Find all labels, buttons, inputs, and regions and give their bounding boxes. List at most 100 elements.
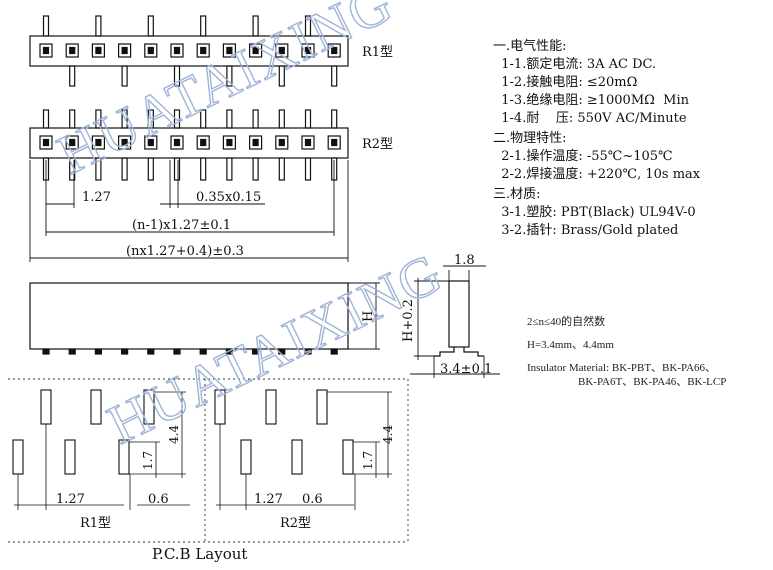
r2-pin-bottom — [278, 157, 285, 181]
pcb-r2-pitch: 1.27 — [254, 492, 283, 507]
pcb-layout-title: P.C.B Layout — [152, 545, 247, 563]
r1-socket-contact — [121, 46, 128, 55]
pcb-r1-row-spacing: 4.4 — [167, 425, 181, 444]
side-body — [448, 280, 470, 348]
front-pin-tail — [225, 348, 233, 355]
r1-socket — [249, 43, 263, 58]
pcb-r1 — [12, 389, 190, 510]
front-pin-tail — [252, 348, 260, 355]
spec-line: 2-2.焊接温度: +220℃, 10s max — [493, 167, 701, 182]
side-foot — [434, 347, 484, 357]
r2-pin-bottom — [304, 157, 312, 181]
r1-socket — [144, 43, 158, 58]
r2-pin-top — [331, 109, 338, 129]
r2-socket-contact — [226, 138, 233, 147]
r1-socket — [301, 43, 315, 58]
r2-socket — [39, 135, 53, 150]
r2-label: R2型 — [362, 137, 393, 152]
r2-socket — [275, 135, 289, 150]
r2-pin-bottom — [226, 157, 233, 181]
r2-socket-contact — [331, 138, 338, 147]
r2-pin-top — [226, 109, 233, 129]
r2-socket-contact — [147, 138, 154, 147]
front-pin-tail — [278, 348, 286, 355]
spec-line: 1-4.耐 压: 550V AC/Minute — [493, 111, 687, 126]
pcb-r2-label: R2型 — [280, 516, 311, 531]
r1-socket-contact — [147, 46, 154, 55]
pcb-r2 — [214, 389, 392, 510]
inner-length-dimension: (n-1)x1.27±0.1 — [132, 218, 231, 233]
r2-socket-contact — [95, 138, 102, 147]
r1-pin-top — [252, 15, 259, 37]
r2-pin-top — [304, 109, 312, 129]
r1-socket — [39, 43, 53, 58]
r1-pin-bottom — [69, 65, 76, 87]
r1-socket-contact — [226, 46, 233, 55]
r2-pin-top — [173, 109, 181, 129]
front-pin-tail — [68, 348, 76, 355]
r1-socket — [196, 43, 210, 58]
r1-socket-contact — [252, 46, 259, 55]
r2-pin-bottom — [95, 157, 102, 181]
r2-pin-bottom — [69, 157, 76, 181]
front-pin-tail — [94, 348, 103, 355]
r2-pin-bottom — [200, 157, 207, 181]
r1-socket — [65, 43, 79, 58]
r1-top-view — [29, 15, 349, 87]
r2-pin-top — [121, 109, 128, 129]
r2-pin-top — [42, 109, 50, 129]
r1-pin-bottom — [278, 65, 285, 87]
r1-pin-top — [147, 15, 154, 37]
r2-socket — [170, 135, 184, 150]
r2-socket-contact — [121, 138, 128, 147]
r1-body — [29, 35, 349, 67]
front-pin-tail — [173, 348, 181, 355]
r2-pin-top — [200, 109, 207, 129]
r1-pin-bottom — [226, 65, 233, 87]
pitch-dimension: 1.27 — [82, 190, 111, 205]
r1-socket-contact — [304, 46, 312, 55]
r1-socket — [327, 43, 341, 58]
r2-socket-contact — [42, 138, 50, 147]
r1-socket — [170, 43, 184, 58]
spec-line: 2-1.操作温度: -55℃~105℃ — [493, 149, 673, 164]
spec-line: 三.材质: — [493, 187, 541, 202]
r1-pin-top — [200, 15, 207, 37]
r2-top-view — [29, 109, 349, 181]
r2-socket — [222, 135, 236, 150]
pcb-r2-pad-length: 1.7 — [361, 451, 375, 470]
pcb-r2-pad-width: 0.6 — [302, 492, 323, 507]
pin-count-note: 2≤n≤40的自然数 — [527, 316, 606, 328]
r2-socket — [249, 135, 263, 150]
spec-list: 一.电气性能: 1-1.额定电流: 3A AC DC. 1-2.接触电阻: ≤2… — [493, 38, 700, 240]
spec-line: 二.物理特性: — [493, 131, 567, 146]
watermark-top: HUATAIXING — [49, 0, 403, 187]
r1-socket-contact — [173, 46, 181, 55]
height-options-note: H=3.4mm、4.4mm — [527, 339, 614, 351]
r2-pin-bottom — [252, 157, 259, 181]
side-height-dimension: H+0.2 — [401, 299, 416, 342]
r2-socket — [117, 135, 132, 150]
spec-line: 3-2.插针: Brass/Gold plated — [493, 223, 679, 238]
pin-section-dimension: 0.35x0.15 — [196, 190, 261, 205]
r1-socket — [91, 43, 106, 58]
r1-socket-contact — [200, 46, 207, 55]
r1-socket-contact — [95, 46, 102, 55]
r2-pin-top — [252, 109, 259, 129]
r1-label: R1型 — [362, 45, 393, 60]
r1-pin-top — [42, 15, 50, 37]
spec-line: 一.电气性能: — [493, 39, 567, 54]
insulator-note-line2: BK-PA6T、BK-PA46、BK-LCP — [578, 376, 727, 388]
pcb-r1-pad-width: 0.6 — [148, 492, 169, 507]
r1-pin-bottom — [331, 65, 338, 87]
pcb-r1-pad-length: 1.7 — [141, 451, 155, 470]
r2-socket — [91, 135, 106, 150]
height-dimension: H — [361, 311, 376, 322]
pcb-r1-pitch: 1.27 — [56, 492, 85, 507]
r2-pin-bottom — [147, 157, 154, 181]
r2-socket — [65, 135, 79, 150]
r1-pin-top — [304, 15, 312, 37]
insulator-note-line1: Insulator Material: BK-PBT、BK-PA66、 — [527, 362, 717, 374]
outer-length-dimension: (nx1.27+0.4)±0.3 — [126, 244, 244, 259]
